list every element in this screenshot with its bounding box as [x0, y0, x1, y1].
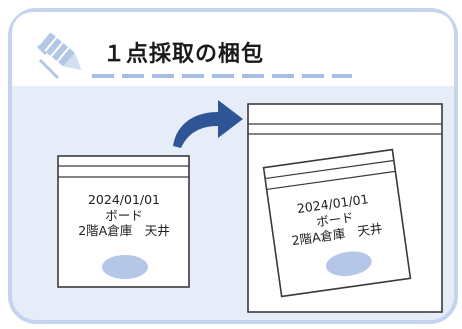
pencil-icon [39, 33, 82, 70]
after-inner-bag [262, 148, 412, 298]
before-material: ボード [105, 207, 143, 223]
curved-arrow-icon [173, 100, 243, 148]
sample-oval [102, 255, 148, 279]
pencil-line-1 [38, 58, 60, 80]
before-date: 2024/01/01 [87, 192, 161, 207]
before-bag-label: 2024/01/01 ボード 2階A倉庫 天井 [72, 192, 176, 239]
before-bag [57, 155, 190, 288]
pencil-line-2 [36, 44, 48, 56]
sample-oval-after [325, 251, 372, 277]
page-title: １点採取の梱包 [103, 42, 265, 67]
before-location: 2階A倉庫 天井 [78, 223, 170, 238]
title-header-bg [12, 12, 454, 86]
